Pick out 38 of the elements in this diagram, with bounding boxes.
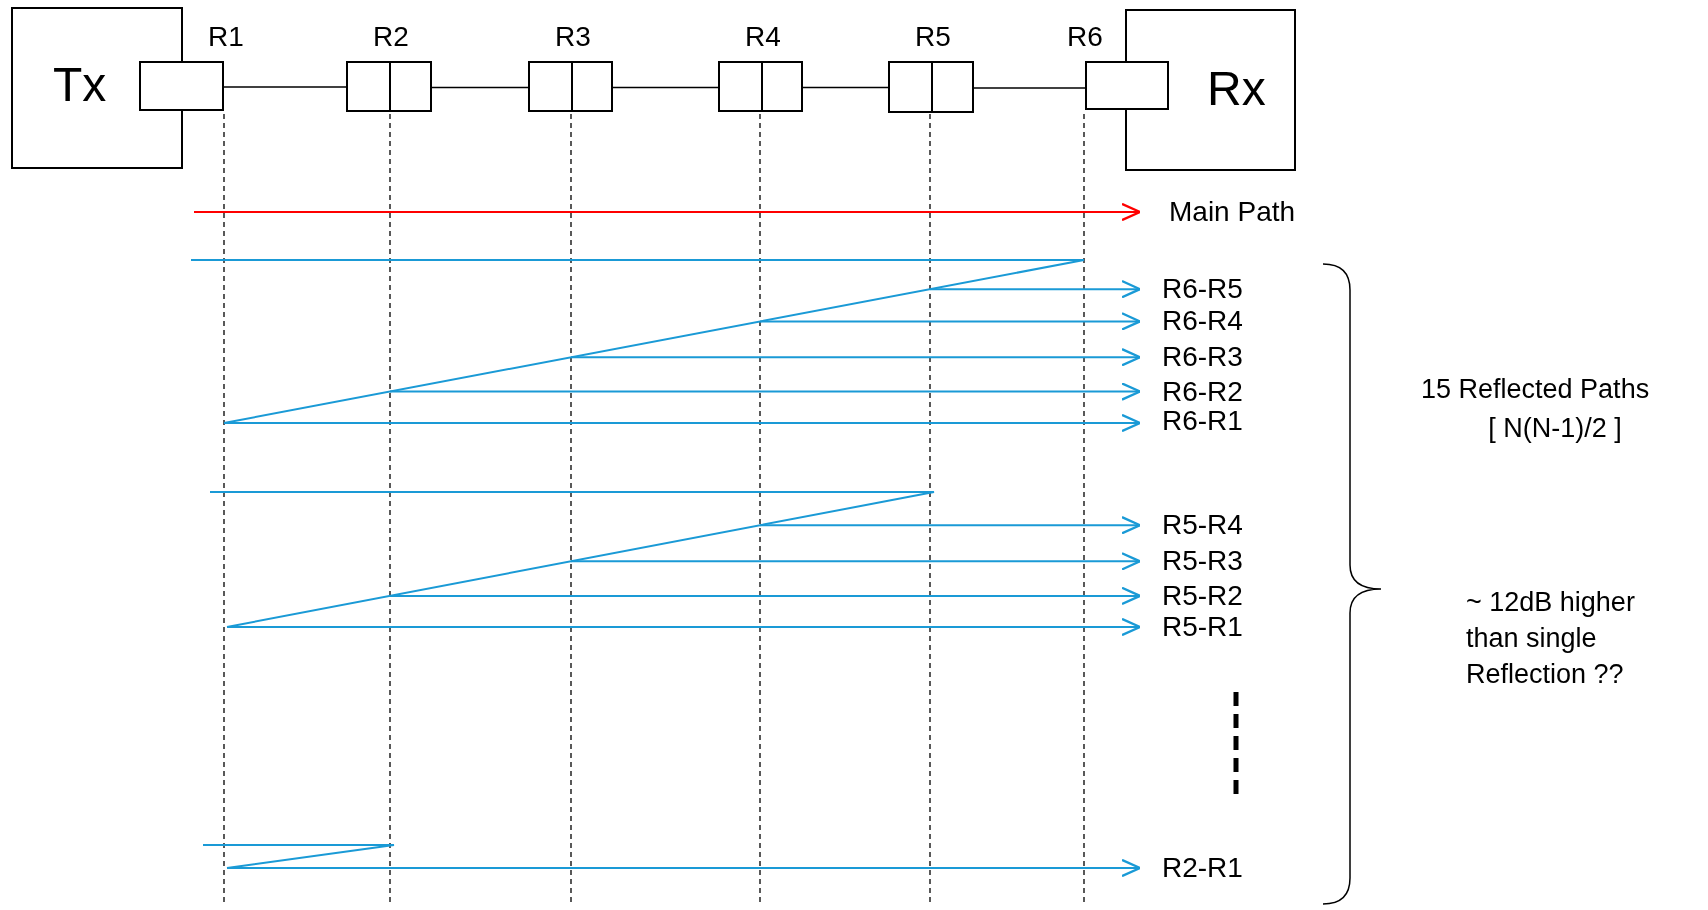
path-label: R6-R4 bbox=[1140, 304, 1243, 339]
path-label: R5-R4 bbox=[1140, 508, 1243, 543]
arrow bbox=[389, 382, 1142, 401]
annotation-text: 15 Reflected Paths bbox=[1421, 373, 1651, 406]
arrow bbox=[226, 617, 1142, 637]
device-box bbox=[11, 7, 183, 169]
device-label: Rx bbox=[1207, 61, 1266, 117]
path-label: R6-R5 bbox=[1140, 272, 1243, 307]
path-label: R6-R3 bbox=[1140, 340, 1243, 375]
device-box bbox=[1125, 9, 1296, 171]
connector-label: R2 bbox=[373, 21, 409, 53]
arrow bbox=[193, 202, 1142, 222]
path-label: R5-R3 bbox=[1140, 544, 1243, 579]
cable-line bbox=[802, 86, 889, 89]
annotation-text: [ N(N-1)/2 ] bbox=[1487, 412, 1623, 445]
path-label: Main Path bbox=[1140, 195, 1296, 229]
cable-line bbox=[612, 86, 719, 89]
connector-label: R4 bbox=[745, 21, 781, 53]
path-label: R5-R2 bbox=[1140, 578, 1243, 613]
arrow bbox=[389, 586, 1142, 606]
connector-label: R5 bbox=[915, 21, 951, 53]
arrow bbox=[759, 515, 1142, 535]
connector-label: R3 bbox=[555, 21, 591, 53]
arrow bbox=[929, 279, 1142, 299]
arrow bbox=[223, 413, 1142, 433]
device-label: Tx bbox=[53, 57, 107, 113]
connector-label: R6 bbox=[1067, 21, 1103, 53]
cable-line bbox=[431, 86, 529, 89]
arrow bbox=[759, 312, 1142, 331]
cable-line bbox=[223, 86, 347, 88]
path-label: R5-R1 bbox=[1140, 610, 1243, 644]
arrow bbox=[570, 552, 1142, 571]
path-label: R2-R1 bbox=[1140, 851, 1243, 885]
arrow bbox=[570, 347, 1142, 367]
annotation-text: ~ 12dB higher than single Reflection ?? bbox=[1466, 586, 1636, 691]
connector-label: R1 bbox=[208, 21, 244, 53]
cable-line bbox=[973, 87, 1086, 89]
arrow bbox=[226, 858, 1142, 878]
